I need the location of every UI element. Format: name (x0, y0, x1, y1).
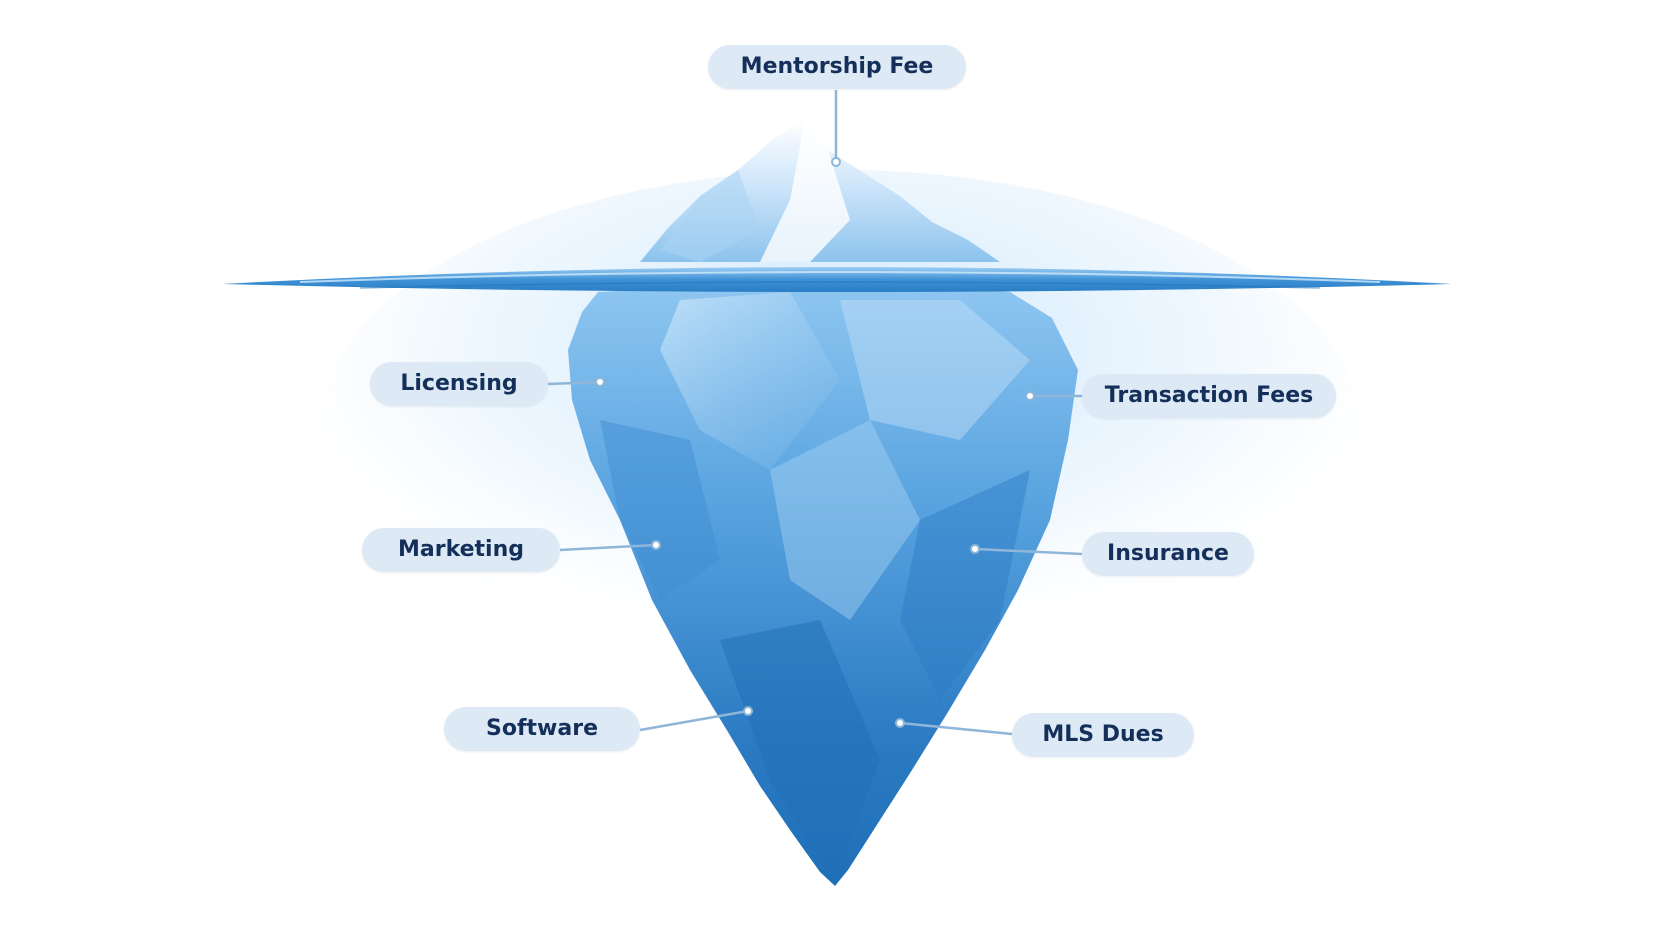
anchor-dot-licensing (595, 377, 605, 387)
ice-facet (660, 292, 840, 470)
anchor-dot-mentorship-fee (831, 157, 841, 167)
water-surface (222, 267, 1452, 292)
ice-facet (660, 170, 760, 262)
anchor-dot-software (743, 706, 753, 716)
ice-facet (900, 470, 1030, 700)
connector-software (639, 709, 749, 732)
label-insurance: Insurance (1082, 532, 1254, 576)
label-software: Software (444, 707, 640, 751)
ice-facet (600, 420, 720, 600)
anchor-dot-marketing (651, 540, 661, 550)
label-transaction-fees: Transaction Fees (1082, 374, 1336, 418)
anchor-dot-insurance (970, 544, 980, 554)
connectors (547, 90, 1083, 736)
connector-licensing (547, 380, 601, 386)
ice-facet (720, 620, 880, 880)
anchor-dots (595, 157, 1035, 728)
label-mentorship-fee: Mentorship Fee (708, 45, 966, 89)
ice-facet (760, 120, 850, 262)
iceberg-underwater (568, 286, 1078, 886)
label-licensing: Licensing (370, 362, 548, 406)
ice-facet (770, 420, 920, 620)
connector-marketing (559, 543, 657, 552)
anchor-dot-transaction-fees (1025, 391, 1035, 401)
connector-mls-dues (899, 721, 1013, 736)
connector-insurance (974, 547, 1083, 556)
label-marketing: Marketing (362, 528, 560, 572)
anchor-dot-mls-dues (895, 718, 905, 728)
ice-facet (840, 300, 1030, 440)
label-mls-dues: MLS Dues (1012, 713, 1194, 757)
